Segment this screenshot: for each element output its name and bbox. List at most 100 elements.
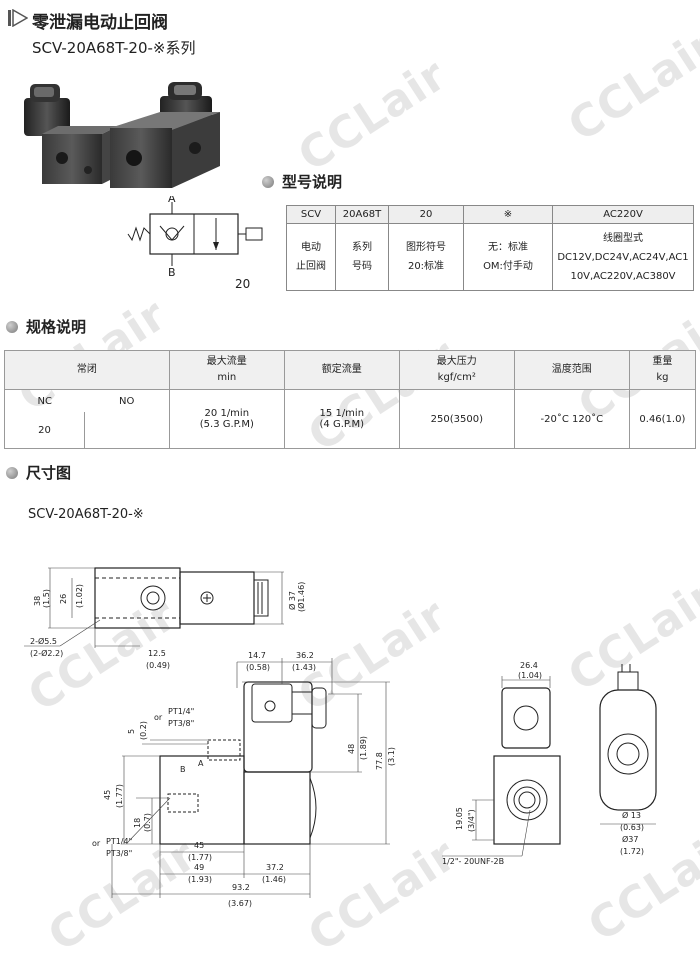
- dim-label: 38: [33, 596, 42, 606]
- dim-label: (Ø1.46): [296, 582, 306, 612]
- table-cell: -20˚C 120˚C: [513, 389, 630, 449]
- spec-section-heading: 规格说明: [26, 318, 87, 336]
- dim-label: (0.2): [139, 721, 148, 740]
- dim-label: Ø 37: [287, 591, 297, 610]
- dim-label: 48: [347, 744, 356, 754]
- dim-label: (0.49): [146, 661, 170, 670]
- dim-label: (1.46): [262, 875, 286, 884]
- dim-label: 5: [127, 729, 136, 734]
- model-section-heading: 型号说明: [282, 173, 343, 191]
- dim-label: Ø37: [622, 834, 638, 844]
- dim-label: PT3/8": [106, 849, 132, 858]
- table-cell: 15 1/min(4 G.P.M): [283, 389, 400, 449]
- dim-label: 2-Ø5.5: [30, 636, 57, 646]
- dim-label: 26.4: [520, 661, 538, 670]
- dim-label: 12.5: [148, 649, 166, 658]
- table-cell: 20: [388, 205, 464, 224]
- dim-label: (1.02): [75, 584, 84, 608]
- dim-label: Ø 13: [622, 810, 641, 820]
- hydraulic-symbol: A B: [127, 196, 263, 279]
- table-cell: NC: [4, 389, 85, 412]
- dim-label: 19.05: [455, 807, 464, 830]
- watermark: CCLair: [289, 49, 456, 182]
- dim-label: A: [198, 759, 204, 768]
- dim-label: 37.2: [266, 863, 284, 872]
- watermark: CCLair: [559, 19, 700, 152]
- dim-label: or: [154, 713, 163, 722]
- dim-label: (1.72): [620, 847, 644, 856]
- dim-label: PT1/4": [106, 837, 132, 846]
- dim-label: (3/4"): [467, 809, 476, 832]
- dim-label: 45: [194, 841, 204, 850]
- table-cell: AC220V: [552, 205, 694, 224]
- dim-label: (0.63): [620, 823, 644, 832]
- dim-label: 26: [59, 594, 68, 604]
- table-cell: 系列号码: [335, 223, 389, 291]
- dim-label: (1.04): [518, 671, 542, 680]
- dim-label: 49: [194, 863, 204, 872]
- dim-label: 93.2: [232, 883, 250, 892]
- table-cell: 0.46(1.0): [628, 389, 697, 449]
- table-cell: ※: [463, 205, 553, 224]
- dim-label: (1.89): [359, 736, 368, 760]
- dim-label: (1.93): [188, 875, 212, 884]
- dim-label: (1.43): [292, 663, 316, 672]
- table-cell: 温度范围: [513, 350, 630, 390]
- table-row: NC NO 20 1/min(5.3 G.P.M) 15 1/min(4 G.P…: [4, 389, 697, 449]
- table-cell: 20 1/min(5.3 G.P.M): [168, 389, 285, 449]
- port-a-label: A: [168, 196, 176, 205]
- page-subtitle: SCV-20A68T-20-※系列: [32, 39, 196, 57]
- front-view-drawing: 14.7 (0.58) 36.2 (1.43) or PT1/4" PT3/8"…: [92, 651, 396, 908]
- table-cell: 20A68T: [335, 205, 389, 224]
- product-photo: [24, 82, 220, 188]
- size-label: 20: [235, 277, 251, 291]
- top-view-drawing: 38 (1.5) 26 (1.02) Ø 37 (Ø1.46) 2-Ø5.5 (…: [24, 567, 306, 670]
- section-bullet-icon: [262, 176, 274, 188]
- dim-label: (3.67): [228, 899, 252, 908]
- dim-label: 36.2: [296, 651, 314, 660]
- dim-label: or: [92, 839, 101, 848]
- dim-label: (1.77): [115, 784, 124, 808]
- dim-label: (0.58): [246, 663, 270, 672]
- table-row: 20: [4, 412, 696, 449]
- section-bullet-icon: [6, 321, 18, 333]
- table-cell: 250(3500): [398, 389, 515, 449]
- dim-label: (2-Ø2.2): [30, 648, 63, 658]
- table-cell: 常闭: [4, 350, 170, 390]
- dim-label: 1/2"- 20UNF-2B: [442, 857, 504, 866]
- table-cell: NO: [84, 389, 170, 412]
- play-arrow-icon: [8, 9, 28, 27]
- dimension-section-heading: 尺寸图: [26, 464, 72, 482]
- page-title: 零泄漏电动止回阀: [32, 13, 168, 33]
- port-b-label: B: [168, 266, 176, 279]
- dim-label: 18: [133, 818, 142, 828]
- dim-label: PT3/8": [168, 719, 194, 728]
- table-cell: 额定流量: [283, 350, 400, 390]
- dim-label: 45: [103, 790, 112, 800]
- dim-label: 77.8: [375, 752, 384, 770]
- table-cell: 20: [4, 412, 85, 449]
- dim-label: B: [180, 765, 186, 774]
- table-cell: 电动止回阀: [286, 223, 336, 291]
- dim-label: PT1/4": [168, 707, 194, 716]
- table-cell: SCV: [286, 205, 336, 224]
- table-cell: [84, 412, 170, 449]
- dim-label: (3.1): [387, 747, 396, 766]
- dimension-model-label: SCV-20A68T-20-※: [28, 507, 144, 522]
- section-bullet-icon: [6, 467, 18, 479]
- table-row: SCV 20A68T 20 ※ AC220V: [286, 205, 694, 224]
- dim-label: 14.7: [248, 651, 266, 660]
- dim-label: (1.77): [188, 853, 212, 862]
- dim-label: (1.5): [42, 589, 51, 608]
- dim-label: (0.7): [143, 813, 152, 832]
